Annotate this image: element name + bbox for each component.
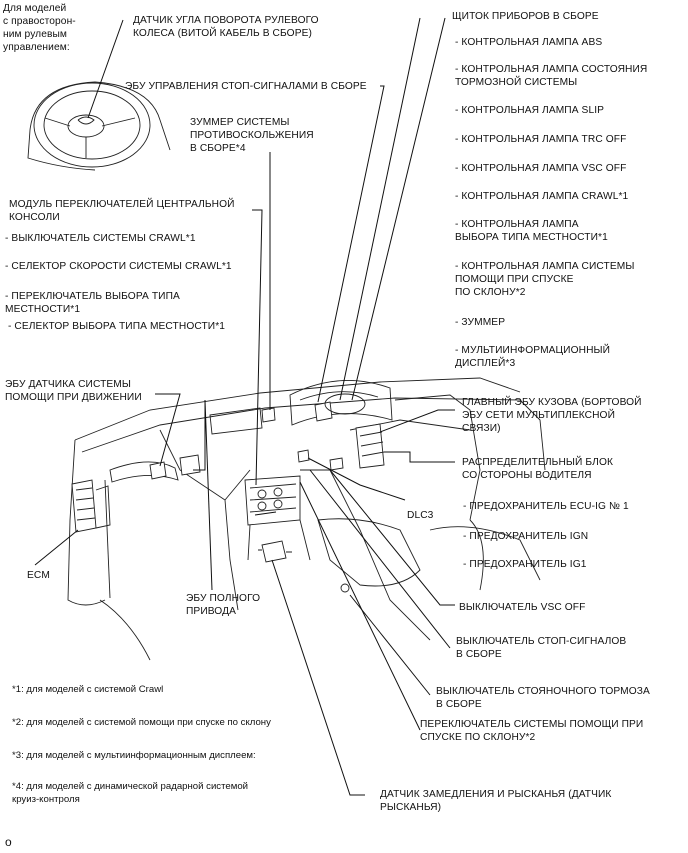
label-crawl-lamp: - КОНТРОЛЬНАЯ ЛАМПА CRAWL*1 — [455, 191, 629, 202]
label-drive-assist-ecu: ЭБУ ДАТЧИКА СИСТЕМЫ ПОМОЩИ ПРИ ДВИЖЕНИИ — [5, 379, 142, 403]
steering-wheel-inset — [27, 81, 171, 171]
page-marker: o — [5, 835, 12, 849]
label-dlc3: DLC3 — [407, 510, 434, 521]
label-multi-display: - МУЛЬТИИНФОРМАЦИОННЫЙ ДИСПЛЕЙ*3 — [455, 345, 611, 369]
footnote-2: *2: для моделей с системой помощи при сп… — [12, 717, 271, 728]
footnote-4: *4: для моделей с динамической радарной … — [12, 781, 249, 805]
leader-lines — [34, 17, 455, 796]
label-vsc-lamp: - КОНТРОЛЬНАЯ ЛАМПА VSC OFF — [455, 163, 627, 174]
label-junction-block: РАСПРЕДЕЛИТЕЛЬНЫЙ БЛОК СО СТОРОНЫ ВОДИТЕ… — [462, 457, 614, 481]
component-parking-switch — [340, 583, 350, 593]
label-trc-lamp: - КОНТРОЛЬНАЯ ЛАМПА TRC OFF — [455, 134, 627, 145]
component-buzzer — [261, 407, 276, 423]
label-awd-ecu: ЭБУ ПОЛНОГО ПРИВОДА — [186, 593, 261, 617]
component-stop-ecu — [329, 457, 344, 471]
label-slip-lamp: - КОНТРОЛЬНАЯ ЛАМПА SLIP — [455, 105, 605, 116]
label-terrain-selector: - СЕЛЕКТОР ВЫБОРА ТИПА МЕСТНОСТИ*1 — [8, 321, 226, 332]
component-meter — [314, 393, 366, 422]
label-vsc-off-switch: ВЫКЛЮЧАТЕЛЬ VSC OFF — [459, 602, 586, 613]
label-brake-lamp: - КОНТРОЛЬНАЯ ЛАМПА СОСТОЯНИЯ ТОРМОЗНОЙ … — [455, 64, 648, 88]
component-ecm — [71, 479, 111, 533]
label-fuse-ign: - ПРЕДОХРАНИТЕЛЬ IGN — [463, 531, 589, 542]
footnote-3: *3: для моделей с мультиинформационным д… — [12, 750, 256, 761]
label-steering-sensor: ДАТЧИК УГЛА ПОВОРОТА РУЛЕВОГО КОЛЕСА (ВИ… — [133, 15, 319, 39]
label-abs-lamp: - КОНТРОЛЬНАЯ ЛАМПА ABS — [455, 37, 603, 48]
label-ecm: ECM — [27, 570, 50, 581]
label-center-module: МОДУЛЬ ПЕРЕКЛЮЧАТЕЛЕЙ ЦЕНТРАЛЬНОЙ КОНСОЛ… — [9, 199, 235, 223]
component-drive-assist-ecu — [149, 461, 167, 480]
footnote-1: *1: для моделей с системой Crawl — [12, 684, 164, 695]
label-hill-lamp: - КОНТРОЛЬНАЯ ЛАМПА СИСТЕМЫ ПОМОЩИ ПРИ С… — [455, 261, 635, 298]
label-hill-switch: ПЕРЕКЛЮЧАТЕЛЬ СИСТЕМЫ ПОМОЩИ ПРИ СПУСКЕ … — [420, 719, 644, 743]
label-combo-meter: ЩИТОК ПРИБОРОВ В СБОРЕ — [452, 11, 599, 22]
component-yaw-sensor — [258, 540, 292, 563]
label-crawl-switch: - ВЫКЛЮЧАТЕЛЬ СИСТЕМЫ CRAWL*1 — [5, 233, 196, 244]
label-stop-ecu: ЭБУ УПРАВЛЕНИЯ СТОП-СИГНАЛАМИ В СБОРЕ — [125, 81, 367, 92]
component-dlc3 — [297, 449, 310, 463]
label-meter-buzzer: - ЗУММЕР — [455, 317, 506, 328]
label-fuse-ig1: - ПРЕДОХРАНИТЕЛЬ IG1 — [463, 559, 587, 570]
label-fuse-ecu: - ПРЕДОХРАНИТЕЛЬ ECU-IG № 1 — [463, 501, 629, 512]
label-buzzer: ЗУММЕР СИСТЕМЫ ПРОТИВОСКОЛЬЖЕНИЯ В СБОРЕ… — [190, 117, 314, 154]
label-yaw-sensor: ДАТЧИК ЗАМЕДЛЕНИЯ И РЫСКАНЬЯ (ДАТЧИК РЫС… — [380, 789, 612, 813]
inset-caption: Для моделей с правосторон- ним рулевым у… — [3, 3, 76, 53]
label-terrain-switch: - ПЕРЕКЛЮЧАТЕЛЬ ВЫБОРА ТИПА МЕСТНОСТИ*1 — [5, 291, 180, 315]
dashboard-outline — [67, 377, 546, 661]
label-body-ecu: ГЛАВНЫЙ ЭБУ КУЗОВА (БОРТОВОЙ ЭБУ СЕТИ МУ… — [462, 397, 642, 434]
label-crawl-speed: - СЕЛЕКТОР СКОРОСТИ СИСТЕМЫ CRAWL*1 — [5, 261, 232, 272]
label-stop-switch: ВЫКЛЮЧАТЕЛЬ СТОП-СИГНАЛОВ В СБОРЕ — [456, 636, 627, 660]
component-body-ecu — [355, 423, 385, 469]
label-parking-switch: ВЫКЛЮЧАТЕЛЬ СТОЯНОЧНОГО ТОРМОЗА В СБОРЕ — [436, 686, 650, 710]
label-terrain-lamp: - КОНТРОЛЬНАЯ ЛАМПА ВЫБОРА ТИПА МЕСТНОСТ… — [455, 219, 608, 243]
component-awd-ecu — [179, 454, 201, 476]
